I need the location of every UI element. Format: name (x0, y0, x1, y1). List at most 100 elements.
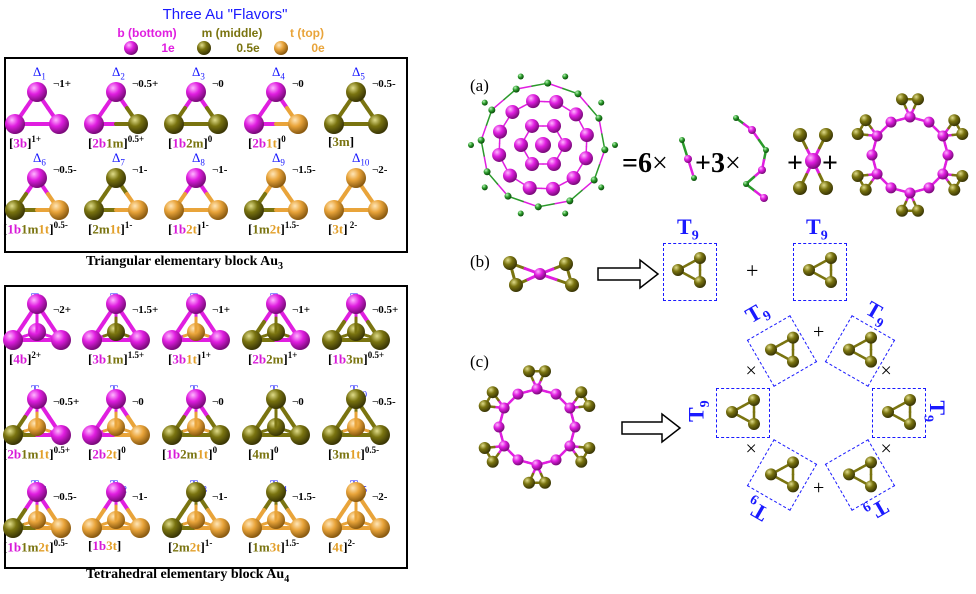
triangular-charge-1: ¬1+ (53, 78, 71, 90)
ring-operator: × (880, 438, 892, 460)
staple-long-atom (733, 115, 739, 121)
ring-t9-0-atom (787, 355, 799, 368)
triangular-caption: Triangular elementary block Au3 (86, 254, 283, 272)
triangular-label-9: Δ9 (272, 150, 285, 168)
tetrahedral-charge-8: ¬0 (212, 396, 224, 408)
ring-t9-3-atom (865, 480, 877, 493)
triangle-2-atom (84, 114, 104, 134)
tetrahedral-charge-9: ¬0 (292, 396, 304, 408)
times-sign-2: × (724, 148, 741, 179)
core-atom (793, 181, 807, 195)
triangular-formula-2: [2b1m]0.5+ (88, 134, 145, 151)
ring-c-atom (498, 440, 510, 452)
triangle-2-atom (106, 82, 126, 102)
triangle-10-atom (346, 168, 366, 188)
tetrahedral-charge-6: ¬0.5+ (53, 396, 80, 408)
staple-long-atom (748, 126, 756, 134)
tetrahedron-6-atom (51, 425, 71, 445)
tetrahedron-7-atom (82, 425, 102, 445)
pb-atom (565, 278, 579, 292)
tetrahedral-charge-4: ¬1+ (292, 304, 310, 316)
flavor-middle-electrons: 0.5e (236, 41, 260, 55)
tetrahedron-12-atom (82, 518, 102, 538)
large-cluster-atom (534, 203, 542, 211)
large-cluster-atom (574, 90, 582, 98)
ring-t9-1-atom (865, 355, 877, 368)
pb-atom (509, 278, 523, 292)
triangular-formula-1: [3b]1+ (9, 134, 42, 151)
tetrahedral-formula-2: [3b1m]1.5+ (88, 350, 145, 367)
tetrahedral-formula-13: [2m2t]1- (168, 538, 213, 555)
tetrahedron-8-atom (162, 425, 182, 445)
pb-atom (503, 256, 517, 270)
triangle-8-atom (164, 200, 184, 220)
ring-c-atom (569, 421, 581, 433)
coefficient-six: 6 (637, 148, 652, 179)
flavors-title: Three Au "Flavors" (162, 6, 288, 23)
large-cluster-atom (512, 85, 520, 93)
large-cluster-atom (481, 184, 488, 191)
tetrahedral-formula-3: [3b1t]1+ (168, 350, 211, 367)
ring-t9-label: T9 (683, 400, 714, 423)
ring-t9-0-atom (787, 331, 799, 344)
tetrahedral-formula-8: [1b2m1t]0 (162, 445, 218, 462)
tetrahedral-panel (4, 285, 408, 569)
tetrahedral-charge-14: ¬1.5- (292, 491, 316, 503)
tetrahedron-8-atom (210, 425, 230, 445)
triangular-label-5: Δ5 (352, 64, 365, 82)
tetrahedral-formula-14: [1m3t]1.5- (248, 538, 300, 555)
triangular-formula-4: [2b1t]0 (248, 134, 286, 151)
t9-b2-atom (825, 276, 837, 288)
large-cluster-atom (547, 157, 561, 172)
triangle-8-atom (186, 168, 206, 188)
ring-a-atom (896, 204, 909, 217)
flavor-bottom-label: b (bottom) (117, 26, 177, 40)
tetrahedron-3-atom (210, 330, 230, 350)
triangle-1-atom (49, 114, 69, 134)
tetrahedral-charge-3: ¬1+ (212, 304, 230, 316)
ring-a-atom (948, 183, 961, 196)
tetrahedron-2-atom (130, 330, 150, 350)
large-cluster-atom (493, 124, 508, 139)
large-cluster-atom (578, 151, 593, 166)
ring-c-atom (550, 388, 562, 400)
arrow-c (621, 412, 682, 444)
tetrahedron-14-atom (266, 482, 286, 502)
t9-b1-atom (672, 264, 684, 276)
triangle-8-atom (208, 200, 228, 220)
tetrahedron-11-atom (3, 518, 23, 538)
triangle-4-atom (266, 82, 286, 102)
triangle-10-atom (368, 200, 388, 220)
triangular-charge-10: ¬2- (372, 164, 388, 176)
ring-a-atom (923, 116, 935, 128)
t9-label-b1: T9 (677, 214, 699, 244)
ring-operator: × (745, 438, 757, 460)
triangular-charge-5: ¬0.5- (372, 78, 396, 90)
plus-sign: + (695, 148, 711, 179)
ring-operator: + (813, 477, 825, 499)
tetrahedron-3-atom (186, 294, 206, 314)
large-cluster-atom (522, 180, 537, 195)
ring-c-atom (538, 365, 551, 378)
tetrahedral-charge-7: ¬0 (132, 396, 144, 408)
large-cluster-atom (488, 106, 496, 114)
triangle-4-atom (244, 114, 264, 134)
tetrahedron-9-atom (290, 425, 310, 445)
tetrahedral-charge-2: ¬1.5+ (132, 304, 159, 316)
large-cluster-atom (566, 171, 581, 186)
triangular-charge-6: ¬0.5- (53, 164, 77, 176)
ring-a-atom (859, 114, 872, 127)
panel-c-label: (c) (470, 352, 489, 371)
tetrahedron-2-atom (106, 294, 126, 314)
triangular-label-2: Δ2 (112, 64, 125, 82)
triangular-label-10: Δ10 (352, 150, 370, 168)
large-cluster-atom (601, 146, 609, 154)
triangle-9-atom (266, 168, 286, 188)
large-cluster-atom (483, 168, 491, 176)
ring-t9-0-atom (765, 343, 777, 356)
tetrahedron-13-atom (162, 518, 182, 538)
t9-label-b2: T9 (806, 214, 828, 244)
tetrahedron-5-atom (346, 294, 366, 314)
tetrahedron-4-atom (242, 330, 262, 350)
large-cluster-atom (545, 181, 560, 196)
